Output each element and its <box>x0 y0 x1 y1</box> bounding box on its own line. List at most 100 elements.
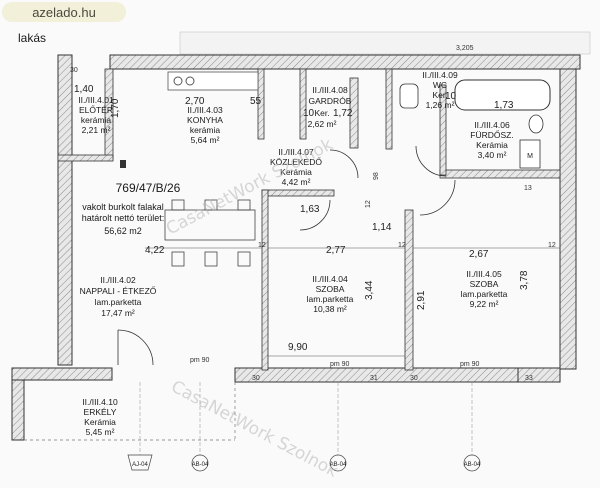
svg-text:Kerámia: Kerámia <box>280 167 312 177</box>
chair-icon-3 <box>237 199 251 211</box>
dim-55: 55 <box>250 96 262 107</box>
svg-text:SZOBA: SZOBA <box>316 284 345 294</box>
wall-nappali-szoba <box>261 189 269 371</box>
sill-label-1: pm 90 <box>190 357 210 364</box>
svg-text:lam.parketta: lam.parketta <box>307 294 354 304</box>
sill-label-2: pm 90 <box>330 361 350 368</box>
room-label-wc: II./III.4.09 WC Ker. 1,26 m² <box>422 70 458 110</box>
svg-text:FÜRDŐSZ.: FÜRDŐSZ. <box>470 130 513 140</box>
svg-text:2,21 m²: 2,21 m² <box>82 125 111 135</box>
svg-text:Kerámia: Kerámia <box>84 417 116 427</box>
info-line-2: határolt nettó terület: <box>82 213 165 223</box>
svg-text:kerámia: kerámia <box>190 125 221 135</box>
room-label-nappali: II./III.4.02 NAPPALI - ÉTKEZŐ lam.parket… <box>80 275 157 318</box>
svg-text:II./III.4.05: II./III.4.05 <box>466 269 502 279</box>
dim-3205: 3,205 <box>456 45 474 52</box>
dim-30c: 30 <box>410 375 418 382</box>
wall-balcony-top <box>11 367 113 381</box>
axis-markers: AJ-04 AB-04 AB-04 AB-04 <box>127 382 481 472</box>
chair-icon <box>171 199 185 211</box>
dim-30b: 30 <box>252 375 260 382</box>
site-badge[interactable]: azelado.hu <box>2 2 126 22</box>
chair-icon-6 <box>237 251 251 267</box>
dim-140: 1,40 <box>74 84 94 95</box>
svg-text:II./III.4.09: II./III.4.09 <box>422 70 458 80</box>
room-label-gardrob: II./III.4.08 GARDRÓB Ker. 2,62 m² <box>308 85 352 129</box>
room-label-eloter: II./III.4.01 ELŐTÉR kerámia 2,21 m² <box>78 95 114 135</box>
dim-12a: 12 <box>365 200 372 208</box>
wall-szoba-szoba <box>404 209 414 371</box>
info-line-1: vakolt burkolt falakal <box>82 202 164 212</box>
chair-icon-4 <box>171 251 185 267</box>
dim-990: 9,90 <box>288 342 308 353</box>
svg-text:4,42 m²: 4,42 m² <box>282 177 311 187</box>
wall-gardrob-wc <box>349 77 359 149</box>
watermark-1: CasaNetWork Szolnok <box>163 134 337 239</box>
washing-machine <box>519 139 541 169</box>
svg-text:5,45 m²: 5,45 m² <box>86 427 115 437</box>
dim-30a: 30 <box>70 67 78 74</box>
wall-bottom <box>234 367 526 383</box>
machine-mark: M <box>527 153 533 160</box>
chair-icon-2 <box>204 199 218 211</box>
svg-text:II./III.4.08: II./III.4.08 <box>312 85 348 95</box>
post <box>120 160 126 168</box>
dim-378: 3,78 <box>519 270 530 290</box>
svg-text:II./III.4.10: II./III.4.10 <box>82 397 118 407</box>
parcel-number: 769/47/B/26 <box>116 181 181 195</box>
door-balcony <box>117 329 154 366</box>
dim-267: 2,67 <box>469 249 489 260</box>
stove-icon <box>173 76 183 86</box>
dim-10b: 10 <box>445 91 457 102</box>
dim-422: 4,22 <box>145 245 165 256</box>
svg-text:SZOBA: SZOBA <box>470 279 499 289</box>
svg-text:9,22 m²: 9,22 m² <box>470 299 499 309</box>
toilet-icon <box>399 83 419 109</box>
svg-text:lam.parketta: lam.parketta <box>95 297 142 307</box>
wall-konyha-gardrob <box>257 68 265 140</box>
svg-text:II./III.4.01: II./III.4.01 <box>78 95 114 105</box>
dim-10a: 10 <box>303 108 315 119</box>
upper-neighbour <box>179 31 591 55</box>
chair-icon-5 <box>204 251 218 267</box>
svg-text:5,64 m²: 5,64 m² <box>191 135 220 145</box>
room-label-furdo: II./III.4.06 FÜRDŐSZ. Kerámia 3,40 m² <box>470 120 513 160</box>
stove-icon-2 <box>185 76 195 86</box>
svg-text:II./III.4.07: II./III.4.07 <box>278 147 314 157</box>
wall-eloter-bottom <box>57 154 114 162</box>
svg-text:Kerámia: Kerámia <box>476 140 508 150</box>
room-label-szoba2: II./III.4.05 SZOBA lam.parketta 9,22 m² <box>461 269 508 309</box>
svg-text:ERKÉLY: ERKÉLY <box>84 407 117 417</box>
svg-text:17,47 m²: 17,47 m² <box>101 308 135 318</box>
dim-12b: 12 <box>258 242 266 249</box>
kitchen-counter <box>167 71 259 91</box>
svg-text:KONYHA: KONYHA <box>187 115 223 125</box>
dim-173: 1,73 <box>494 100 514 111</box>
wall-gardrob-inner <box>299 68 307 140</box>
wall-right <box>559 68 577 370</box>
svg-text:1,26 m²: 1,26 m² <box>426 100 455 110</box>
svg-text:Ker.: Ker. <box>314 108 329 118</box>
room-label-erkely: II./III.4.10 ERKÉLY Kerámia 5,45 m² <box>82 397 118 437</box>
room-label-konyha: II./III.4.03 KONYHA kerámia 5,64 m² <box>187 105 223 145</box>
svg-text:II./III.4.04: II./III.4.04 <box>312 274 348 284</box>
wall-top <box>109 54 581 70</box>
door-szoba1 <box>299 199 331 231</box>
wall-wc <box>385 68 393 150</box>
dim-344: 3,44 <box>364 280 375 300</box>
svg-text:10,38 m²: 10,38 m² <box>313 304 347 314</box>
dim-163: 1,63 <box>300 204 320 215</box>
svg-text:lam.parketta: lam.parketta <box>461 289 508 299</box>
svg-text:3,40 m²: 3,40 m² <box>478 150 507 160</box>
svg-text:ELŐTÉR: ELŐTÉR <box>79 105 113 115</box>
svg-text:WC: WC <box>433 80 447 90</box>
bathtub <box>454 79 551 111</box>
dim-12c: 12 <box>398 242 406 249</box>
door-furdo <box>415 145 447 177</box>
wall-furdo-bottom <box>439 169 561 179</box>
svg-text:GARDRÓB: GARDRÓB <box>309 96 352 106</box>
dim-12d: 12 <box>548 242 556 249</box>
wall-left <box>57 54 73 366</box>
dim-13: 13 <box>524 185 532 192</box>
dim-31: 31 <box>370 375 378 382</box>
